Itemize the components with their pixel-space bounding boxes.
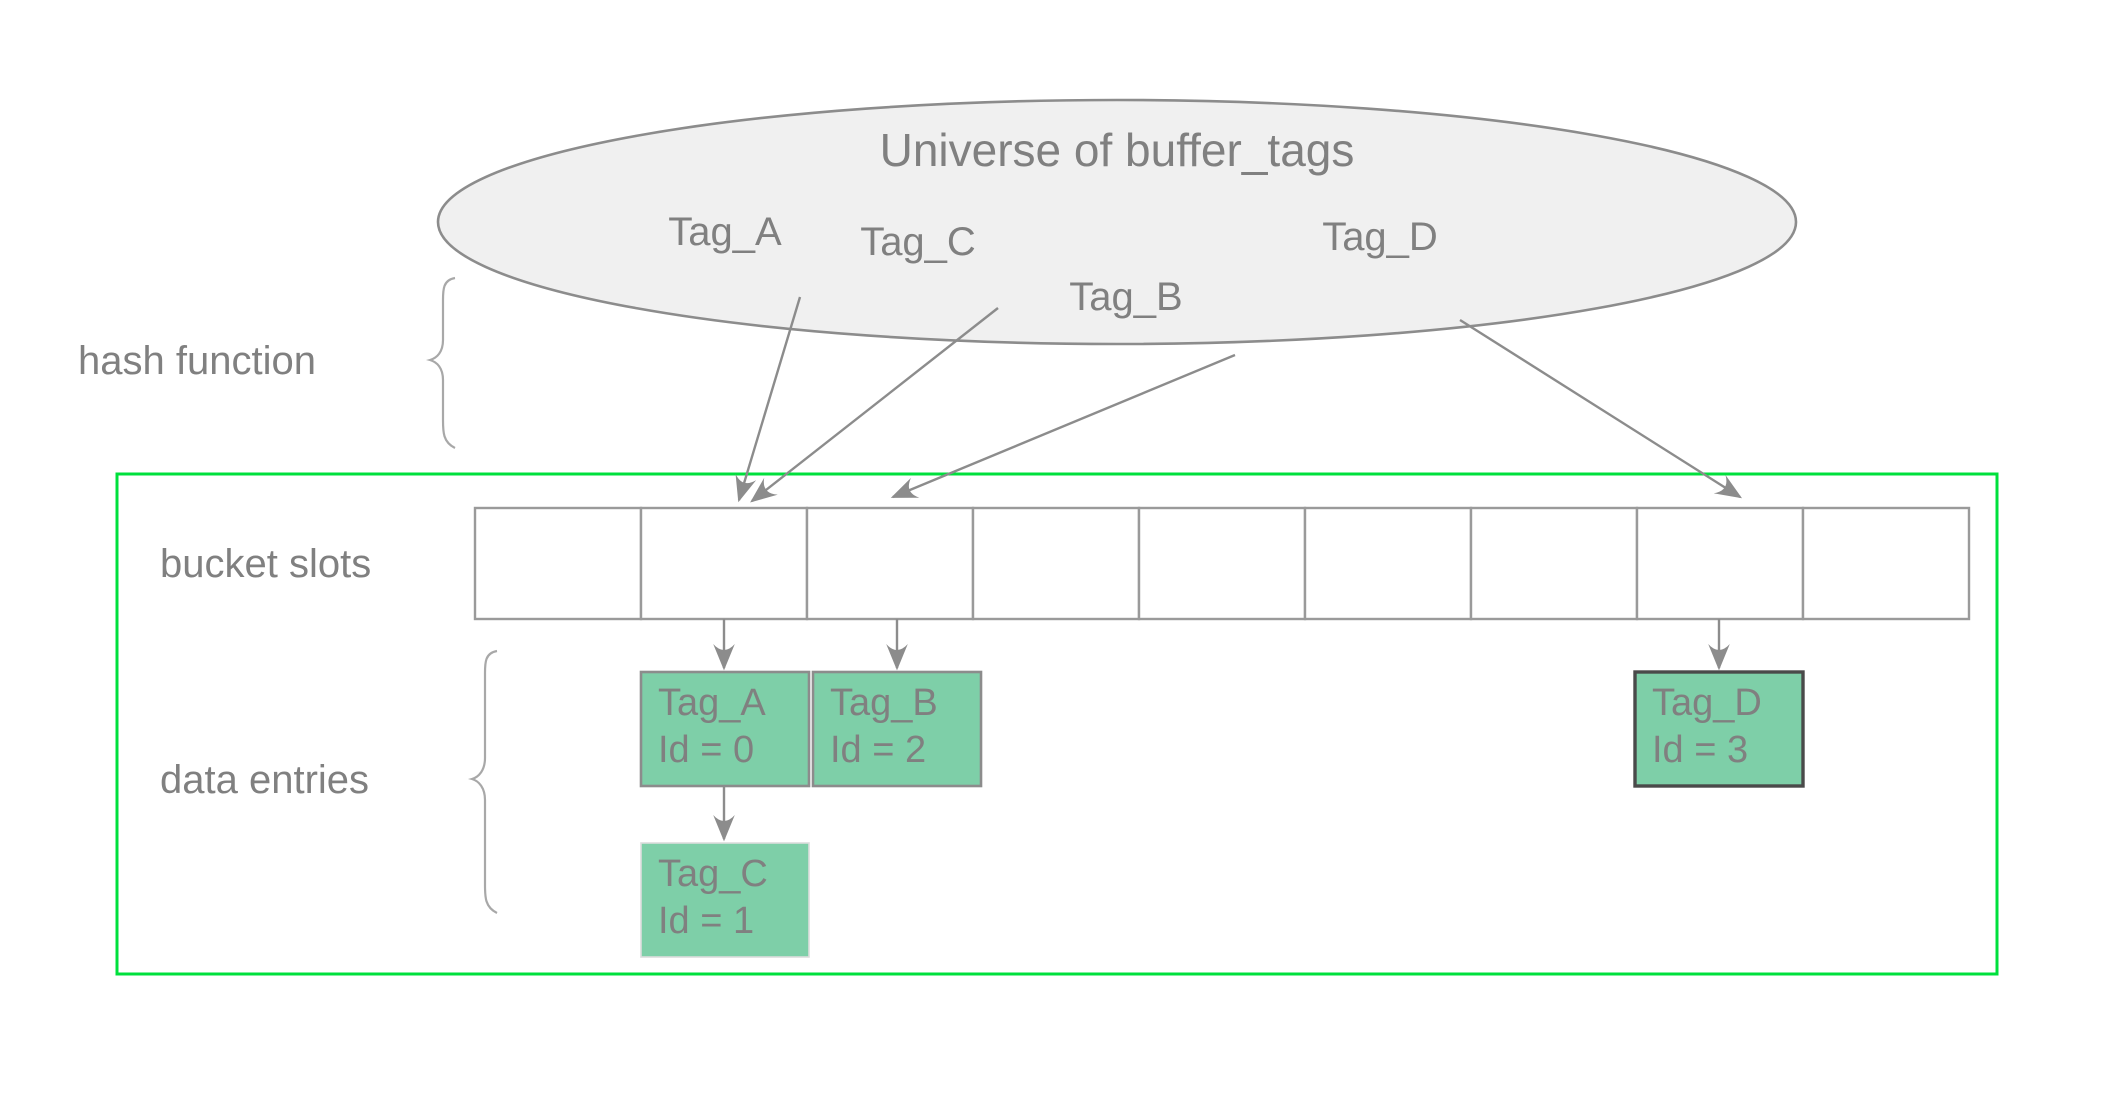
bucket-slot-2[interactable] — [805, 506, 975, 621]
data-entry-tag-d-box[interactable] — [1633, 670, 1805, 788]
data-entry-tag-a-id: Id = 0 — [658, 729, 754, 771]
data-entry-tag-c-name: Tag_C — [658, 853, 768, 895]
bucket-slot-6[interactable] — [1469, 506, 1639, 621]
data-entry-tag-a-box[interactable] — [639, 670, 811, 788]
hash-arrow-tag-d — [1459, 318, 1743, 499]
data-entry-tag-d[interactable]: Tag_D Id = 3 — [1633, 670, 1805, 788]
hash-function-brace — [426, 276, 456, 449]
hash-table-container — [115, 472, 1999, 976]
data-entry-tag-c[interactable]: Tag_C Id = 1 — [640, 842, 810, 958]
data-entry-tag-a-name: Tag_A — [658, 682, 766, 724]
data-entry-tag-b-id: Id = 2 — [830, 729, 926, 771]
universe-tag-d: Tag_D — [1322, 215, 1438, 259]
universe-tag-a: Tag_A — [668, 210, 782, 254]
hash-arrow-tag-c — [750, 307, 999, 503]
universe-title: Universe of buffer_tags — [880, 124, 1355, 176]
data-entry-tag-d-id: Id = 3 — [1652, 729, 1748, 771]
bucket-slot-0[interactable] — [473, 506, 643, 621]
bucket-slot-8[interactable] — [1801, 506, 1971, 621]
bucket-slots-label: bucket slots — [160, 542, 371, 586]
data-entry-tag-d-name: Tag_D — [1652, 682, 1762, 724]
universe-tag-b: Tag_B — [1069, 275, 1182, 319]
bucket-slots-table — [473, 506, 1971, 621]
data-entry-tag-b-name: Tag_B — [830, 682, 938, 724]
data-entries-brace — [468, 649, 498, 914]
universe-ellipse — [436, 98, 1798, 346]
bucket-slot-1[interactable] — [639, 506, 809, 621]
bucket-slot-5[interactable] — [1303, 506, 1473, 621]
data-entry-tag-a[interactable]: Tag_A Id = 0 — [639, 670, 811, 788]
data-entry-tag-c-box[interactable] — [640, 842, 810, 958]
hash-function-label: hash function — [78, 339, 316, 383]
bucket-slot-7[interactable] — [1635, 506, 1805, 621]
data-entry-tag-b-box[interactable] — [811, 670, 983, 788]
bucket-slot-4[interactable] — [1137, 506, 1307, 621]
universe-tag-c: Tag_C — [860, 220, 976, 264]
bucket-slot-3[interactable] — [971, 506, 1141, 621]
data-entry-tag-b[interactable]: Tag_B Id = 2 — [811, 670, 983, 788]
hash-arrow-tag-b — [890, 353, 1236, 499]
data-entry-tag-c-id: Id = 1 — [658, 900, 754, 942]
data-entries-label: data entries — [160, 758, 369, 802]
hash-arrow-tag-a — [735, 296, 802, 503]
